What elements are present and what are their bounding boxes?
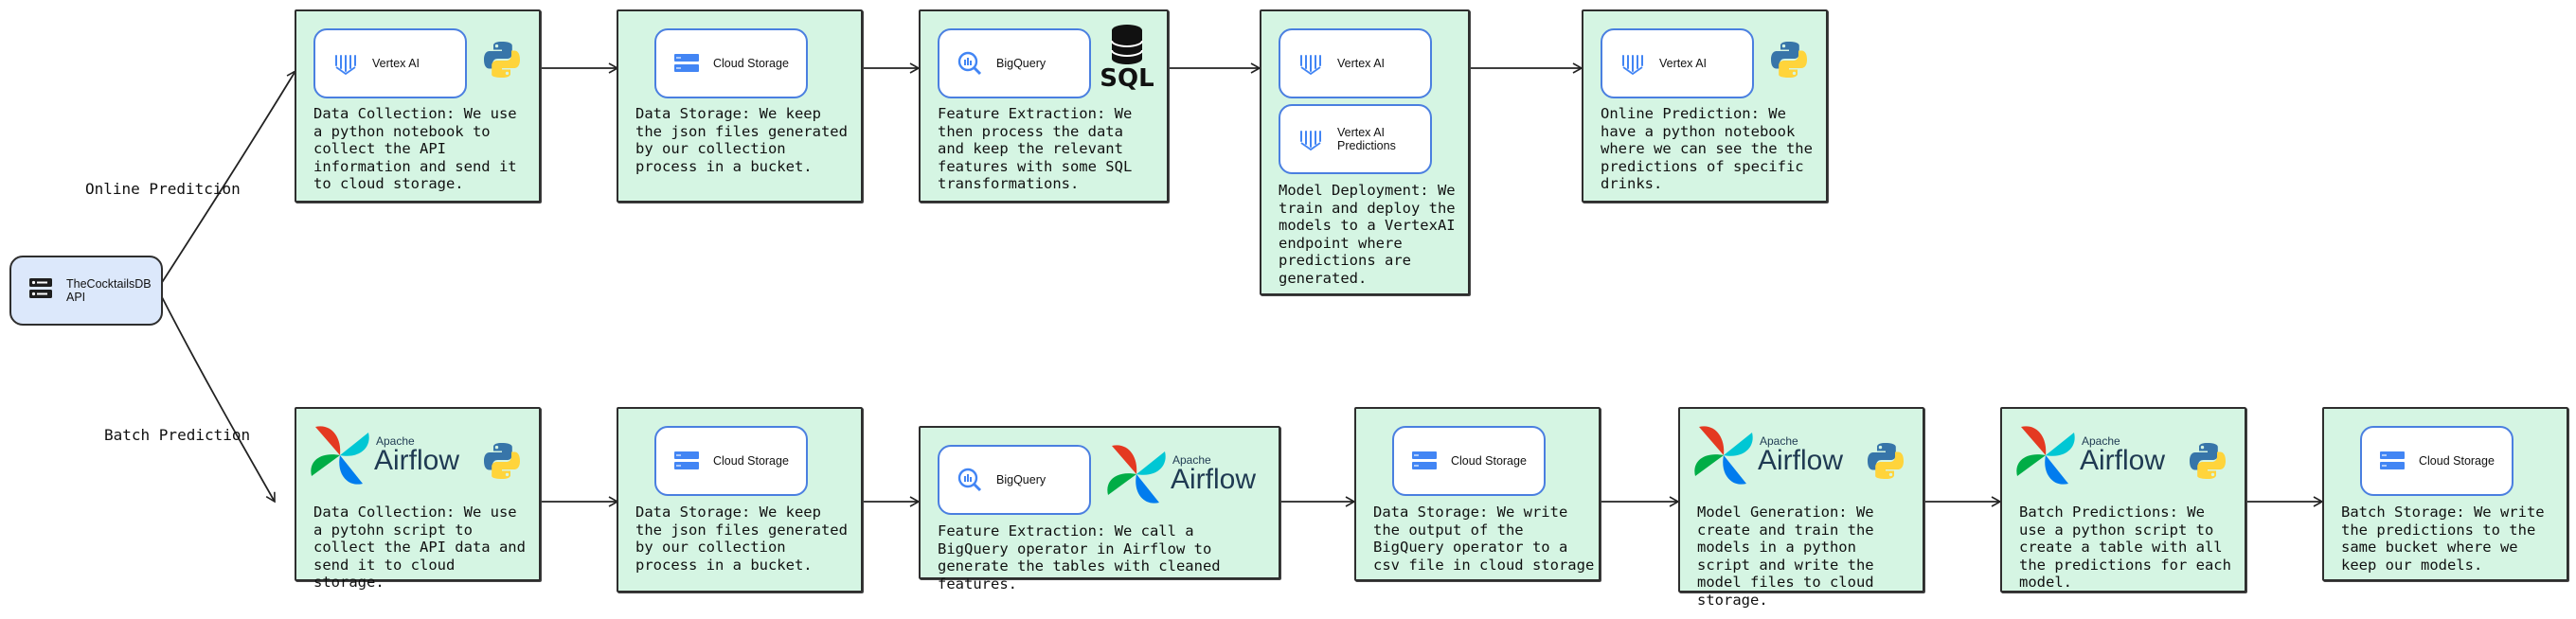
batch-step-data-collection: Apache Airflow Data Collection: We use a… xyxy=(295,407,541,591)
online-step-data-storage: Cloud Storage Data Storage: We keep the … xyxy=(617,9,863,203)
batch-step-4-description: Data Storage: We write the output of the… xyxy=(1373,504,1595,574)
batch-step-csv-storage: Cloud Storage Data Storage: We write the… xyxy=(1354,407,1601,581)
vertex-ai-card: Vertex AI xyxy=(313,28,467,98)
cloud-storage-icon xyxy=(673,450,700,472)
batch-step-6-description: Batch Predictions: We use a python scrip… xyxy=(2019,504,2241,592)
cloud-storage-card: Cloud Storage xyxy=(1392,426,1546,496)
bigquery-card: BigQuery xyxy=(938,445,1091,515)
bigquery-label: BigQuery xyxy=(996,57,1046,70)
batch-step-data-storage: Cloud Storage Data Storage: We keep the … xyxy=(617,407,863,592)
batch-step-feature-extraction: BigQuery Apache Airflow Feature Extracti… xyxy=(919,426,1280,592)
bigquery-card: BigQuery xyxy=(938,28,1091,98)
vertex-ai-predictions-card: Vertex AI Predictions xyxy=(1279,104,1432,174)
batch-step-1-description: Data Collection: We use a pytohn script … xyxy=(313,504,535,592)
cloud-storage-label: Cloud Storage xyxy=(713,454,789,468)
python-logo-icon xyxy=(2188,441,2227,486)
vertex-ai-card-online: Vertex AI xyxy=(1601,28,1754,98)
vertex-ai-label: Vertex AI xyxy=(1337,57,1386,70)
airflow-wordmark-text: Airflow xyxy=(374,445,459,476)
python-logo-icon xyxy=(482,40,522,84)
arrow-api-to-batch xyxy=(160,294,276,504)
online-step-online-prediction: Vertex AI Online Prediction: We have a p… xyxy=(1582,9,1828,203)
batch-step-2-description: Data Storage: We keep the json files gen… xyxy=(635,504,857,574)
airflow-logo-icon: Apache Airflow xyxy=(1106,441,1267,512)
batch-step-7-description: Batch Storage: We write the predictions … xyxy=(2341,504,2553,574)
online-step-4-description: Model Deployment: We train and deploy th… xyxy=(1279,182,1464,287)
api-source-label: TheCocktailsDB API xyxy=(66,277,152,304)
cloud-storage-card: Cloud Storage xyxy=(2360,426,2513,496)
arrow-api-to-online xyxy=(160,69,296,285)
server-icon xyxy=(28,275,53,307)
python-logo-icon xyxy=(482,441,522,486)
airflow-logo-icon: Apache Airflow xyxy=(1693,422,1854,493)
airflow-logo-icon: Apache Airflow xyxy=(2015,422,2176,493)
branch-label-batch: Batch Prediction xyxy=(104,426,251,444)
online-step-5-description: Online Prediction: We have a python note… xyxy=(1601,105,1822,193)
cloud-storage-label: Cloud Storage xyxy=(2419,454,2495,468)
vertex-ai-card-deploy: Vertex AI xyxy=(1279,28,1432,98)
airflow-wordmark-text: Airflow xyxy=(2080,445,2165,476)
online-step-feature-extraction: BigQuery SQL Feature Extraction: We then… xyxy=(919,9,1169,203)
batch-step-batch-storage: Cloud Storage Batch Storage: We write th… xyxy=(2322,407,2568,581)
airflow-apache-text: Apache xyxy=(1172,453,1211,467)
vertex-ai-label: Vertex AI xyxy=(372,57,420,70)
sql-database-icon: SQL xyxy=(1091,21,1163,97)
cloud-storage-card: Cloud Storage xyxy=(654,28,808,98)
bigquery-icon xyxy=(957,50,983,77)
online-step-2-description: Data Storage: We keep the json files gen… xyxy=(635,105,857,175)
airflow-logo-icon: Apache Airflow xyxy=(310,422,471,493)
vertex-ai-icon xyxy=(1297,50,1324,77)
cloud-storage-label: Cloud Storage xyxy=(1451,454,1527,468)
cloud-storage-card: Cloud Storage xyxy=(654,426,808,496)
airflow-apache-text: Apache xyxy=(376,434,415,448)
python-logo-icon xyxy=(1769,40,1809,84)
branch-label-online: Online Preditcion xyxy=(85,180,241,198)
batch-step-batch-predictions: Apache Airflow Batch Predictions: We use… xyxy=(2000,407,2246,592)
airflow-wordmark-text: Airflow xyxy=(1758,445,1843,476)
online-step-1-description: Data Collection: We use a python noteboo… xyxy=(313,105,526,193)
online-step-3-description: Feature Extraction: We then process the … xyxy=(938,105,1141,193)
cloud-storage-label: Cloud Storage xyxy=(713,57,789,70)
cloud-storage-icon xyxy=(1411,450,1438,472)
bigquery-label: BigQuery xyxy=(996,473,1046,486)
batch-step-model-generation: Apache Airflow Model Generation: We crea… xyxy=(1678,407,1924,609)
online-step-data-collection: Vertex AI Data Collection: We use a pyth… xyxy=(295,9,541,203)
vertex-ai-predictions-label: Vertex AI Predictions xyxy=(1337,126,1396,152)
cloud-storage-icon xyxy=(2379,450,2406,472)
batch-step-5-description: Model Generation: We create and train th… xyxy=(1697,504,1883,609)
batch-step-3-description: Feature Extraction: We call a BigQuery o… xyxy=(938,522,1229,592)
api-source-node: TheCocktailsDB API xyxy=(9,256,163,326)
airflow-apache-text: Apache xyxy=(1760,434,1798,448)
airflow-wordmark-text: Airflow xyxy=(1171,464,1256,495)
vertex-ai-predictions-icon xyxy=(1297,126,1324,152)
vertex-ai-icon xyxy=(332,50,359,77)
vertex-ai-icon xyxy=(1619,50,1646,77)
python-logo-icon xyxy=(1866,441,1905,486)
airflow-apache-text: Apache xyxy=(2082,434,2120,448)
cloud-storage-icon xyxy=(673,52,700,75)
bigquery-icon xyxy=(957,467,983,493)
online-step-model-deployment: Vertex AI Vertex AI Predictions Model De… xyxy=(1260,9,1470,295)
sql-label: SQL xyxy=(1100,64,1154,93)
vertex-ai-label: Vertex AI xyxy=(1659,57,1708,70)
